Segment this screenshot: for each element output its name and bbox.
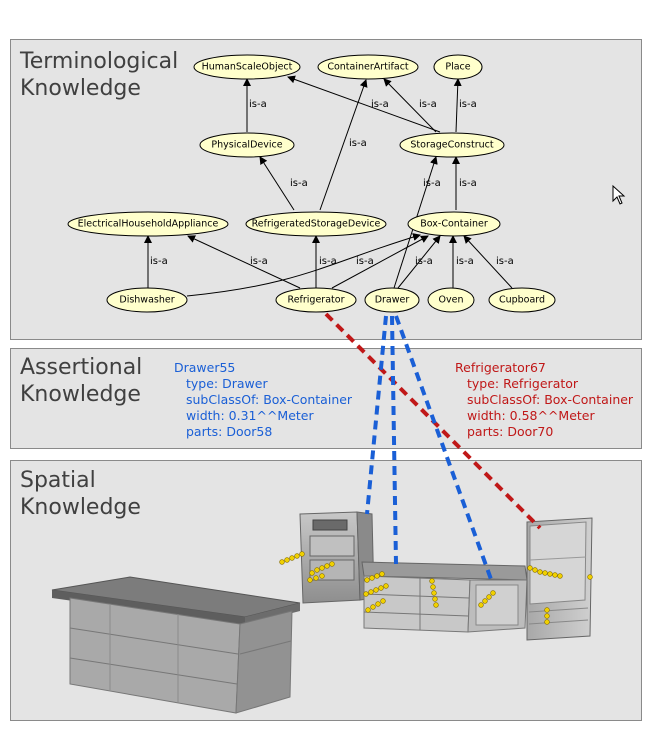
mouse-pointer-icon <box>612 184 626 205</box>
svg-text:Place: Place <box>445 62 470 73</box>
drawer-grounding-link <box>394 315 494 583</box>
node-oven: Oven <box>427 287 475 313</box>
svg-text:Cupboard: Cupboard <box>499 295 545 306</box>
instance-name: Drawer55 <box>174 360 236 375</box>
node-cupboard: Cupboard <box>488 287 556 313</box>
svg-text:Drawer: Drawer <box>375 295 410 306</box>
svg-text:Refrigerator: Refrigerator <box>288 295 345 306</box>
edge-storageconstruct-place <box>453 78 462 133</box>
ontology-nodes: HumanScaleObject ContainerArtifact Place… <box>67 54 556 313</box>
isa-label: is-a <box>496 256 514 267</box>
edge-drawer-boxcontainer <box>397 235 441 289</box>
svg-text:Oven: Oven <box>439 295 464 306</box>
node-refrigeratedstoragedevice: RefrigeratedStorageDevice <box>245 211 387 237</box>
edge-cupboard-boxcontainer <box>463 235 513 289</box>
svg-text:ElectricalHouseholdAppliance: ElectricalHouseholdAppliance <box>78 219 219 230</box>
svg-text:Dishwasher: Dishwasher <box>119 295 174 306</box>
instance-subclassof: subClassOf: Box-Container <box>467 392 634 407</box>
instance-width: width: 0.31^^Meter <box>186 408 314 423</box>
spatial-knowledge-title: Spatial Knowledge <box>20 468 141 520</box>
handle-markers <box>279 551 593 625</box>
drawer55-instance: Drawer55 type: Drawer subClassOf: Box-Co… <box>174 360 352 440</box>
instance-type: type: Refrigerator <box>467 376 579 391</box>
svg-text:Box-Container: Box-Container <box>420 219 488 230</box>
isa-edges <box>144 75 513 297</box>
assertional-knowledge-title: Assertional Knowledge <box>20 355 143 407</box>
edge-refrigeratedstoragedevice-physicaldevice <box>259 156 295 211</box>
isa-label: is-a <box>249 99 267 110</box>
node-containerartifact: ContainerArtifact <box>317 54 419 80</box>
isa-label: is-a <box>319 256 337 267</box>
instance-parts: parts: Door58 <box>186 424 273 439</box>
edge-dishwasher-boxcontainer <box>186 233 421 297</box>
node-humanscaleobject: HumanScaleObject <box>193 54 301 80</box>
edge-refrigerator-boxcontainer <box>331 235 429 289</box>
instance-type: type: Drawer <box>186 376 268 391</box>
isa-labels: is-a is-a is-a is-a is-a is-a is-a is-a … <box>150 99 514 267</box>
edge-storageconstruct-containerartifact <box>383 78 437 133</box>
oven-cabinet <box>299 511 375 604</box>
node-boxcontainer: Box-Container <box>407 211 501 237</box>
node-place: Place <box>433 54 483 80</box>
refrigerator-cabinet <box>526 517 593 641</box>
isa-label: is-a <box>250 256 268 267</box>
terminological-knowledge-title: Terminological Knowledge <box>20 49 179 101</box>
edge-storageconstruct-humanscaleobject <box>287 75 441 133</box>
instance-name: Refrigerator67 <box>455 360 546 375</box>
drawer-grounding-link <box>390 315 398 565</box>
instance-subclassof: subClassOf: Box-Container <box>186 392 353 407</box>
drawer-counter <box>361 561 528 633</box>
isa-label: is-a <box>349 138 367 149</box>
isa-label: is-a <box>371 99 389 110</box>
edge-refrigerator-electricalhouseholdappliance <box>187 235 301 289</box>
svg-text:HumanScaleObject: HumanScaleObject <box>202 62 293 73</box>
node-physicaldevice: PhysicalDevice <box>199 132 295 158</box>
isa-label: is-a <box>419 99 437 110</box>
node-storageconstruct: StorageConstruct <box>399 132 505 158</box>
drawer-grounding-link <box>365 315 388 515</box>
isa-label: is-a <box>423 178 441 189</box>
isa-label: is-a <box>356 256 374 267</box>
svg-text:PhysicalDevice: PhysicalDevice <box>211 140 282 151</box>
instance-width: width: 0.58^^Meter <box>467 408 595 423</box>
isa-label: is-a <box>150 256 168 267</box>
instance-parts: parts: Door70 <box>467 424 554 439</box>
isa-label: is-a <box>456 256 474 267</box>
isa-label: is-a <box>415 256 433 267</box>
node-drawer: Drawer <box>364 287 420 313</box>
kitchen-3d-model <box>51 511 593 714</box>
assertional-knowledge-panel <box>10 348 642 449</box>
svg-text:StorageConstruct: StorageConstruct <box>410 140 493 151</box>
isa-label: is-a <box>459 99 477 110</box>
grounding-links <box>324 312 542 583</box>
node-dishwasher: Dishwasher <box>106 287 188 313</box>
edge-refrigeratedstoragedevice-containerartifact <box>319 79 368 211</box>
node-electricalhouseholdappliance: ElectricalHouseholdAppliance <box>67 211 229 237</box>
isa-label: is-a <box>290 178 308 189</box>
kitchen-island <box>51 576 301 714</box>
refrigerator67-instance: Refrigerator67 type: Refrigerator subCla… <box>455 360 633 440</box>
svg-text:ContainerArtifact: ContainerArtifact <box>327 62 409 73</box>
isa-label: is-a <box>459 178 477 189</box>
svg-text:RefrigeratedStorageDevice: RefrigeratedStorageDevice <box>252 219 381 230</box>
node-refrigerator: Refrigerator <box>275 287 357 313</box>
